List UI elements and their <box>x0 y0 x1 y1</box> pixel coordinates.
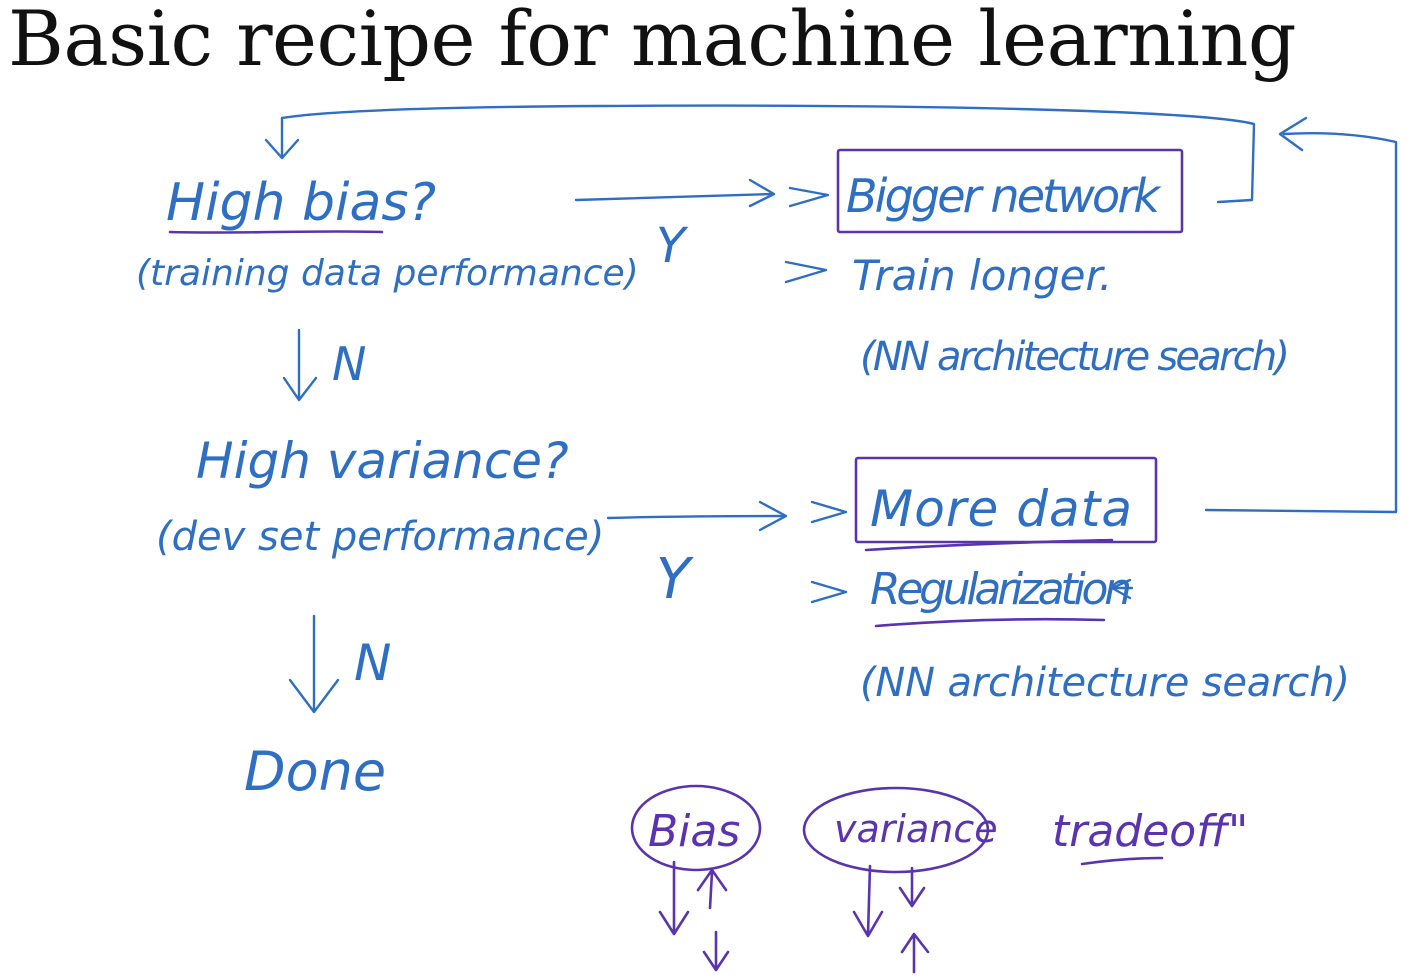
bias-bullet-2 <box>784 260 828 284</box>
no-label-2: N <box>354 634 391 692</box>
training-data-note: (training data performance) <box>136 253 639 294</box>
high-variance-question: High variance? <box>196 432 569 490</box>
variance-loop-back <box>1204 132 1398 514</box>
variance-nn-search-label: (NN architecture search) <box>860 660 1350 706</box>
tradeoff-underline <box>1080 856 1164 866</box>
bias-ellipse <box>630 784 762 872</box>
bias-loop-back <box>280 104 1256 204</box>
variance-small-down-arrow <box>898 866 926 908</box>
bias-down-arrow <box>658 860 690 936</box>
no-arrow-1-head <box>282 376 318 402</box>
dev-set-note: (dev set performance) <box>156 514 604 560</box>
bias-bullet-1 <box>788 186 830 208</box>
yes-label-1: Y <box>656 218 689 274</box>
regularization-label: Regularization <box>870 564 1132 615</box>
bias-tradeoff-label: Bias <box>648 806 740 857</box>
variance-ellipse <box>802 786 990 874</box>
regularization-arrow <box>1110 578 1134 600</box>
no-arrow-2-head <box>288 678 340 714</box>
high-bias-underline <box>168 230 384 234</box>
no-label-1: N <box>332 337 366 391</box>
yes-arrow-2 <box>606 514 786 520</box>
entry-arrow-head <box>264 138 300 160</box>
bias-nn-search-label: (NN architecture search) <box>860 334 1290 380</box>
variance-loop-back-head <box>1278 116 1308 152</box>
bigger-network-box <box>836 148 1184 234</box>
more-data-box <box>854 456 1158 544</box>
yes-arrow-1 <box>574 192 774 202</box>
variance-tradeoff-label: variance <box>834 807 998 851</box>
yes-arrow-1-head <box>748 178 776 208</box>
done-label: Done <box>244 740 386 803</box>
variance-up-arrow <box>900 932 930 974</box>
tradeoff-label: tradeoff" <box>1052 806 1248 857</box>
bias-up-arrow <box>696 868 728 910</box>
variance-bullet-1 <box>810 500 848 524</box>
bigger-network-label: Bigger network <box>846 169 1162 223</box>
yes-label-2: Y <box>656 547 694 612</box>
high-bias-question: High bias? <box>166 173 436 233</box>
train-longer-label: Train longer. <box>852 251 1112 300</box>
variance-bullet-2 <box>810 580 848 604</box>
variance-down-arrow <box>852 864 884 938</box>
more-data-underline <box>864 538 1114 552</box>
yes-arrow-2-head <box>758 500 788 532</box>
regularization-underline <box>874 617 1106 628</box>
more-data-label: More data <box>870 480 1132 538</box>
bias-small-down-arrow <box>702 930 730 972</box>
slide-title: Basic recipe for machine learning <box>8 0 1297 83</box>
